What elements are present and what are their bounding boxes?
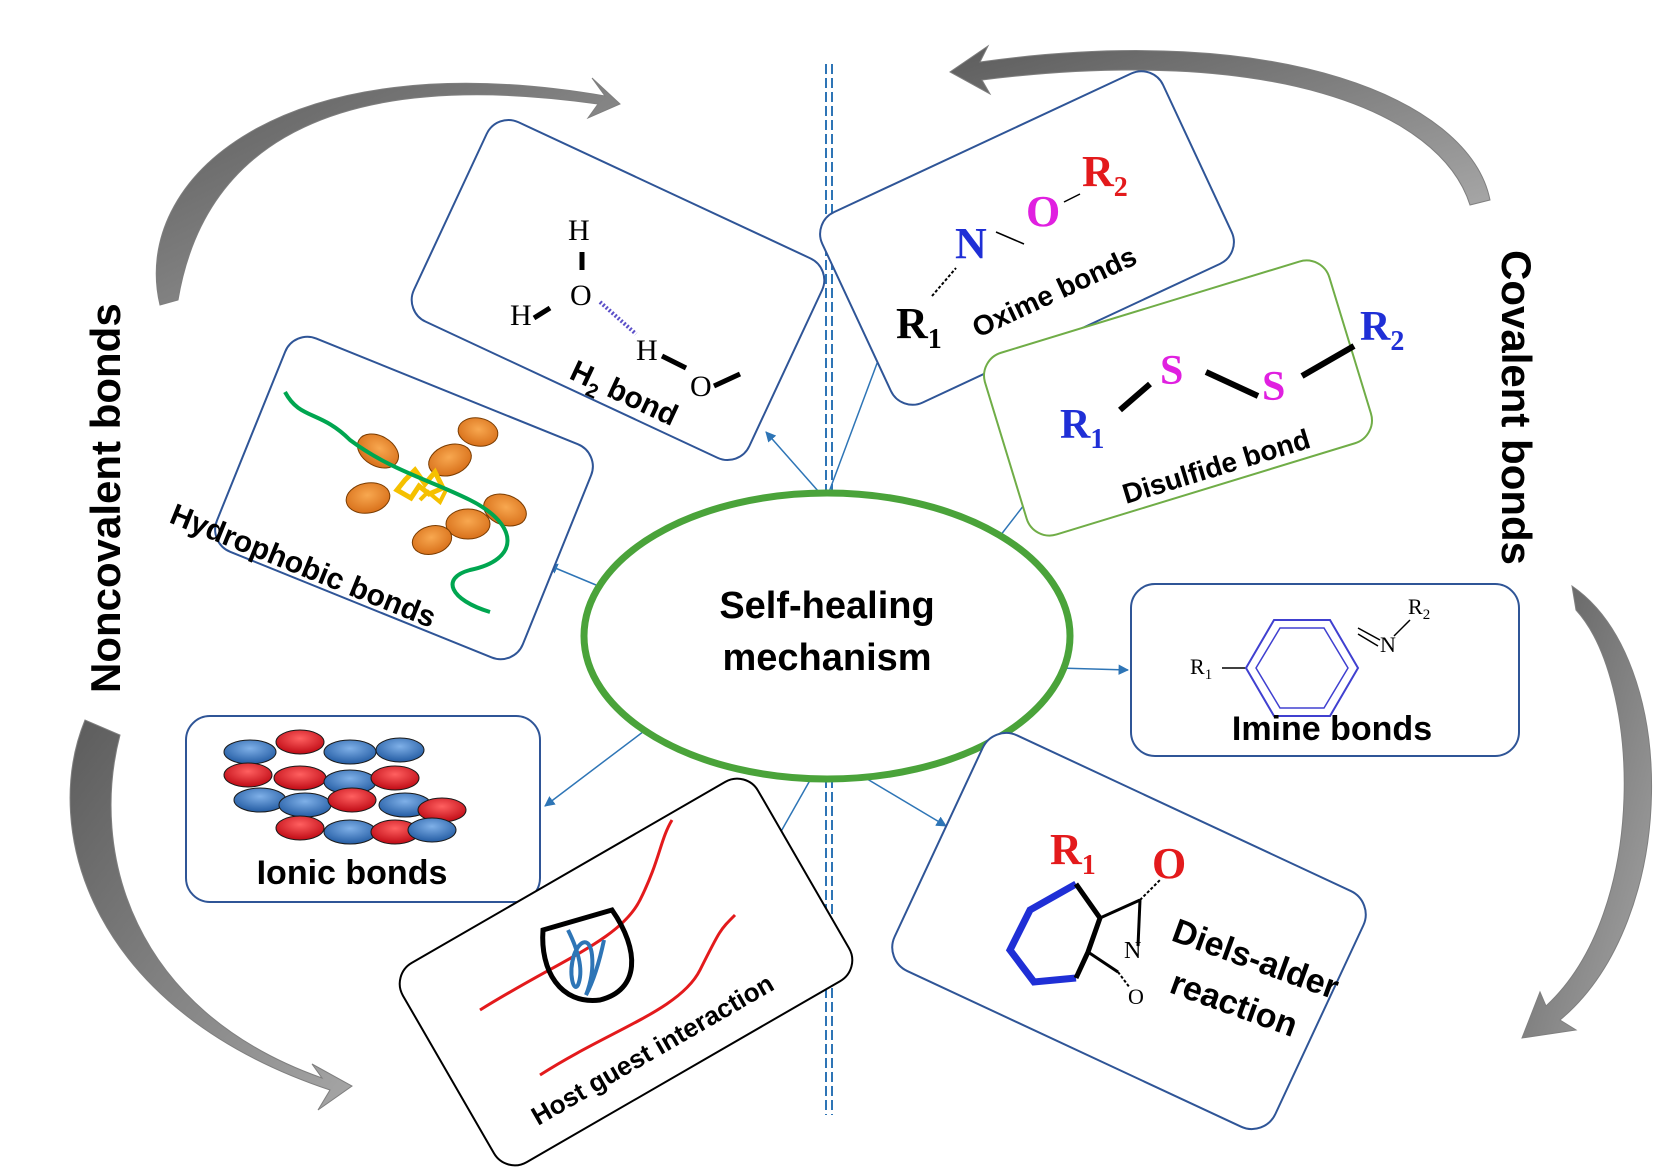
diels-o-red: O (1152, 839, 1186, 888)
h2-atom-h-top: H (568, 214, 590, 247)
center-title-line2: mechanism (722, 637, 931, 679)
hydrophobic-card (214, 335, 594, 661)
diels-alder-structure: R1 O N O (1005, 825, 1186, 1009)
curved-arrow-top-left (155, 77, 621, 306)
svg-text:R1: R1 (896, 299, 942, 355)
connector-ionic (544, 721, 657, 807)
curved-arrow-bottom-right (1521, 584, 1652, 1039)
curved-arrow-bottom-left (69, 719, 353, 1111)
h2-atom-h-left: H (510, 299, 532, 332)
curved-arrow-top-right (949, 44, 1491, 206)
imine-structure: R1 N R2 (1190, 594, 1430, 717)
svg-text:R1: R1 (1060, 402, 1104, 455)
ionic-illustration (223, 729, 467, 845)
svg-text:R1: R1 (1190, 654, 1212, 683)
imine-card (1130, 583, 1520, 757)
h2-molecule: H O H H O (510, 214, 742, 403)
h2-atom-o-right: O (690, 370, 712, 403)
oxime-o: O (1026, 187, 1060, 236)
svg-text:R2: R2 (1082, 147, 1128, 203)
oxime-structure: R1 N O R2 (896, 147, 1128, 355)
covalent-label: Covalent bonds (1493, 250, 1540, 565)
center-ellipse (580, 489, 1074, 783)
svg-text:R2: R2 (1408, 594, 1430, 623)
connector-imine (1057, 664, 1130, 675)
hydrophobic-chain (283, 391, 510, 614)
h2-bond-card (410, 119, 826, 461)
disulfide-structure: R1 S S R2 (1060, 304, 1404, 455)
imine-n: N (1380, 632, 1396, 657)
host-guest-illustration (479, 819, 737, 1077)
imine-label: Imine bonds (1232, 710, 1432, 748)
h2-atom-h-right: H (636, 334, 658, 367)
disulfide-s1: S (1160, 348, 1183, 394)
h2-atom-o-left: O (570, 279, 592, 312)
host-guest-card (398, 777, 854, 1167)
noncovalent-label: Noncovalent bonds (82, 303, 129, 693)
svg-text:R2: R2 (1360, 304, 1404, 357)
diels-n: N (1124, 938, 1141, 964)
hydrophobic-illustration (283, 391, 527, 614)
curved-arrows (69, 44, 1652, 1111)
diels-alder-card (891, 731, 1367, 1131)
connector-h2 (765, 431, 827, 501)
center-title-line1: Self-healing (719, 585, 934, 627)
ionic-label: Ionic bonds (257, 854, 448, 892)
diels-o-small: O (1128, 984, 1144, 1009)
disulfide-s2: S (1262, 364, 1285, 410)
svg-text:R1: R1 (1050, 825, 1096, 881)
oxime-n: N (955, 219, 987, 268)
connector-hydrophobic (547, 563, 597, 586)
connector-oxime (825, 349, 884, 501)
